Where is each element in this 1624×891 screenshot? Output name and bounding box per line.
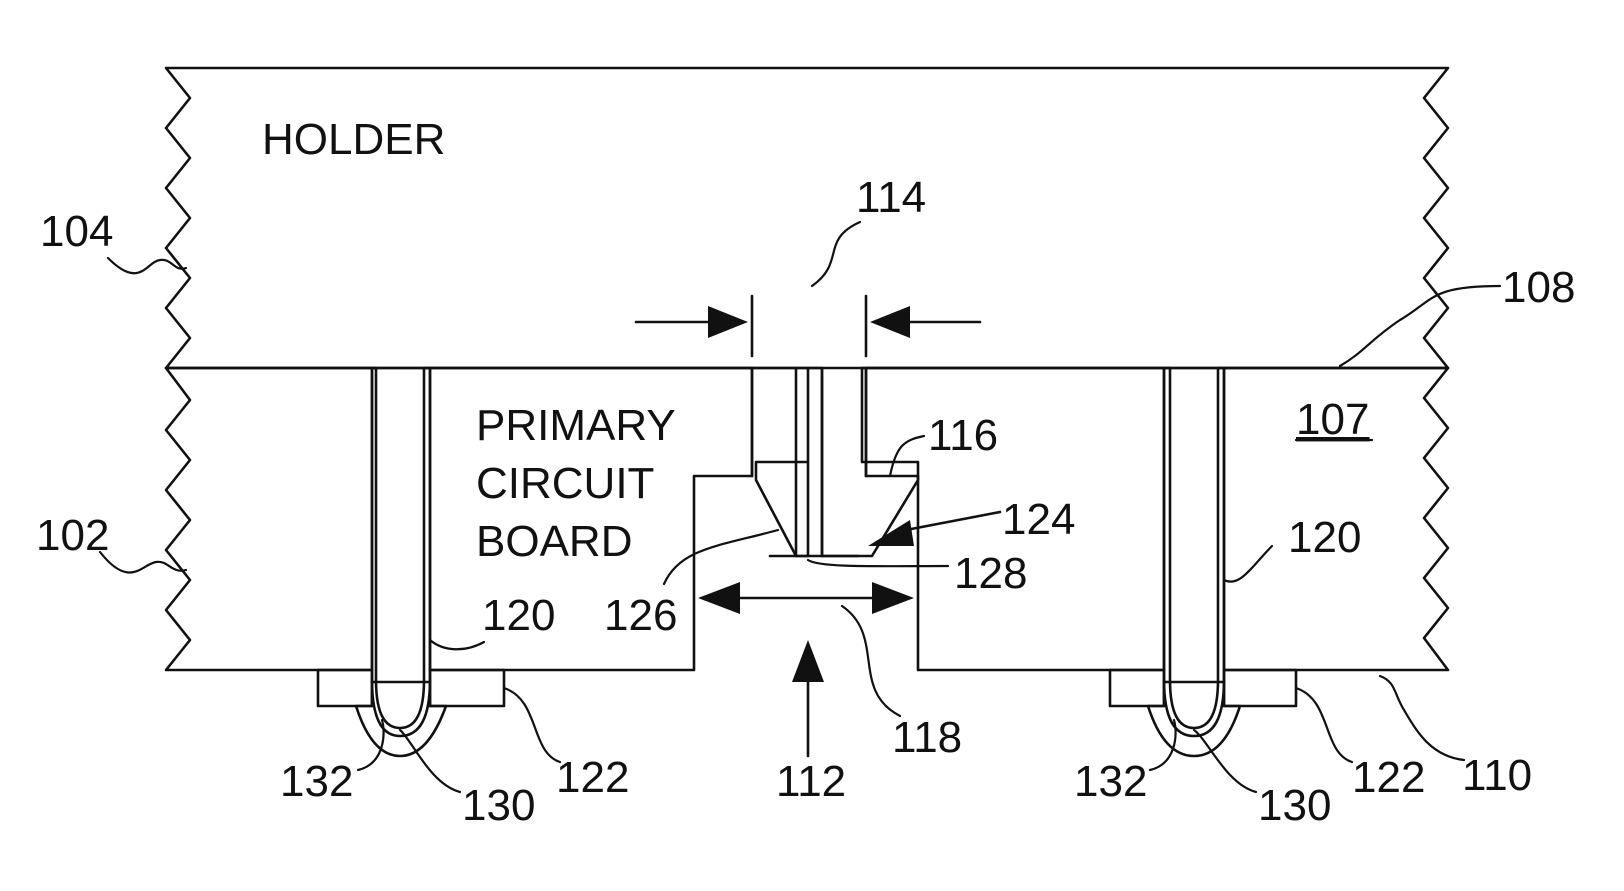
arrowhead-114-right xyxy=(870,306,910,338)
ref-102: 102 xyxy=(36,511,109,560)
ref-122-left: 122 xyxy=(556,753,629,802)
plating-left xyxy=(370,366,432,684)
ref-112: 112 xyxy=(776,757,846,806)
leader-120-left xyxy=(428,638,486,651)
solder-left xyxy=(354,678,448,758)
leader-118 xyxy=(840,604,902,718)
leader-104 xyxy=(106,256,188,275)
ref-110: 110 xyxy=(1462,751,1532,800)
ref-130-right: 130 xyxy=(1258,781,1331,830)
leader-108 xyxy=(1338,284,1502,368)
pad-right-a xyxy=(1108,668,1166,708)
ref-108: 108 xyxy=(1502,263,1575,312)
ref-104: 104 xyxy=(40,207,113,256)
ref-120-left: 120 xyxy=(482,591,555,640)
board-label-line3: BOARD xyxy=(476,517,632,566)
leader-126 xyxy=(662,528,780,586)
region-107-label: 107 xyxy=(1296,395,1369,444)
ref-114-patch xyxy=(840,170,950,240)
circuit-board-left xyxy=(164,366,374,672)
arrowhead-118-left xyxy=(698,582,740,614)
leader-130-right xyxy=(1192,728,1258,794)
ref-128: 128 xyxy=(954,549,1027,598)
leader-102 xyxy=(98,550,188,574)
board-label-line1: PRIMARY xyxy=(476,401,676,450)
board-label-line2: CIRCUIT xyxy=(476,459,654,508)
arrowhead-124 xyxy=(868,520,914,546)
holder-label-patch xyxy=(226,88,506,188)
ref-116: 116 xyxy=(928,411,998,460)
board-107 xyxy=(1222,366,1450,672)
arrowhead-114-left xyxy=(708,306,748,338)
arrow-124-shaft xyxy=(904,510,1002,532)
ref-132-right: 132 xyxy=(1074,757,1147,806)
holder-label: HOLDER xyxy=(262,115,445,164)
leader-122-right xyxy=(1294,686,1354,764)
leader-128 xyxy=(806,558,950,568)
arrowhead-112 xyxy=(792,640,824,682)
leader-116 xyxy=(888,434,926,478)
ref-118: 118 xyxy=(892,713,962,762)
plating-right xyxy=(1162,366,1226,684)
ref-120-right: 120 xyxy=(1288,513,1361,562)
ref-126: 126 xyxy=(604,591,677,640)
leader-114 xyxy=(810,220,862,288)
ref-122-right: 122 xyxy=(1352,753,1425,802)
pad-left-a xyxy=(316,668,374,708)
leader-130-left xyxy=(398,728,462,794)
ref-108-patch xyxy=(1490,262,1570,312)
solder-right xyxy=(1146,678,1242,758)
pad-left-b xyxy=(428,668,506,708)
ref-124: 124 xyxy=(1002,495,1075,544)
leader-132-right xyxy=(1148,718,1177,772)
ref-114: 114 xyxy=(856,173,926,222)
arrowhead-118-right xyxy=(872,582,914,614)
ref-132-left: 132 xyxy=(280,757,353,806)
leader-132-left xyxy=(356,718,385,772)
pad-right-b xyxy=(1222,668,1298,708)
leader-122-left xyxy=(502,686,562,764)
leader-120-right xyxy=(1222,544,1274,583)
ref-130-left: 130 xyxy=(462,781,535,830)
leader-110 xyxy=(1378,674,1466,762)
